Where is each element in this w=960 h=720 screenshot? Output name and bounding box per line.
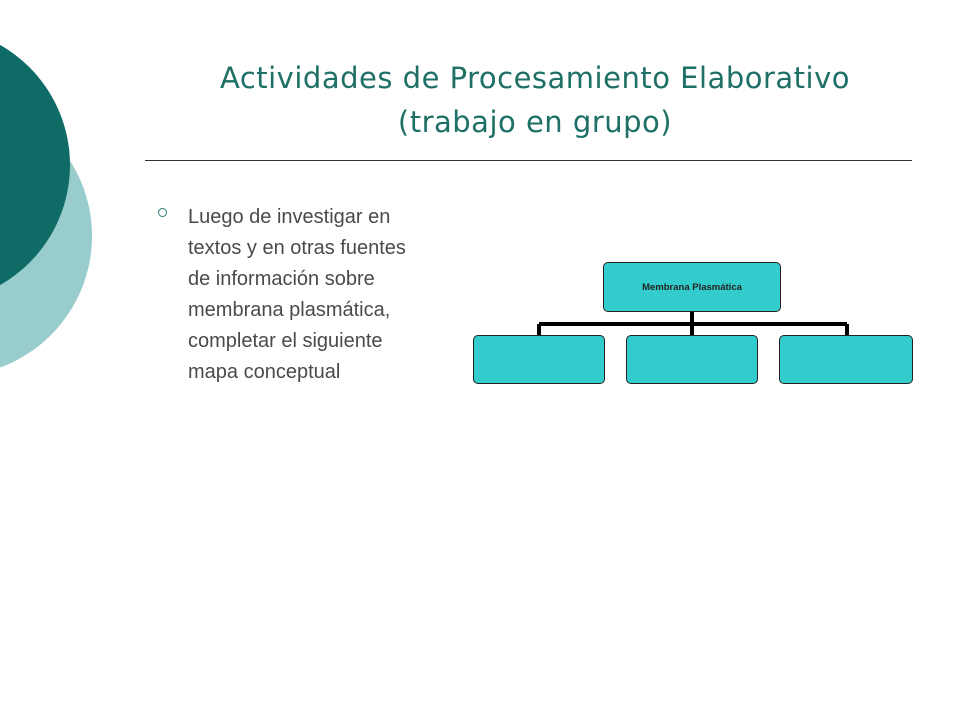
- bullet-text: Luego de investigar en textos y en otras…: [188, 206, 406, 383]
- slide-title-line-1: Actividades de Procesamiento Elaborativo: [219, 61, 850, 95]
- bullet-circle-icon: [158, 208, 167, 217]
- title-divider: [145, 160, 912, 161]
- decorative-circles: [0, 44, 92, 368]
- dark-teal-circle: [0, 44, 70, 286]
- bullet-item: Luego de investigar en textos y en otras…: [158, 202, 433, 388]
- concept-root-node: Membrana Plasmática: [603, 262, 781, 312]
- concept-map: Membrana Plasmática: [470, 262, 915, 387]
- concept-child-node-3[interactable]: [779, 335, 913, 384]
- slide-title-line-2: (trabajo en grupo): [397, 105, 673, 139]
- concept-map-connectors: [537, 312, 849, 335]
- slide-title: Actividades de Procesamiento Elaborativo…: [140, 56, 930, 144]
- concept-child-node-1[interactable]: [473, 335, 605, 384]
- concept-child-node-2[interactable]: [626, 335, 758, 384]
- concept-root-label: Membrana Plasmática: [642, 281, 742, 293]
